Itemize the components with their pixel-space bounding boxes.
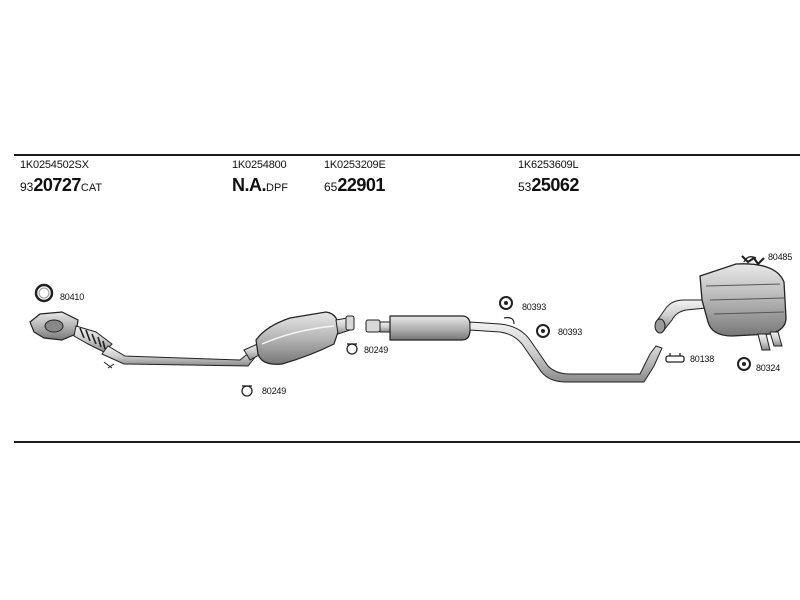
code-main: 25062 — [531, 175, 579, 195]
rear-hanger-icon — [737, 357, 751, 371]
clamp-icon — [346, 343, 358, 355]
oem-number: 1K0254502SX — [20, 159, 89, 171]
oem-number: 1K6253609L — [518, 159, 579, 171]
rear-silencer-drawing — [654, 256, 787, 351]
rear-clamp-icon — [665, 353, 685, 363]
particulate-filter-drawing — [243, 311, 355, 365]
rubber-hanger-icon — [499, 296, 513, 310]
hardware-label: 80393 — [558, 327, 583, 337]
part-code: 6522901 — [324, 176, 386, 195]
hardware-label: 80138 — [690, 354, 715, 364]
middle-silencer-drawing — [365, 315, 663, 383]
code-main: 20727 — [33, 175, 81, 195]
rubber-hanger-icon — [536, 324, 550, 338]
part-code: N.A.DPF — [232, 176, 288, 195]
hardware-label: 80249 — [262, 386, 287, 396]
part-code: 9320727CAT — [20, 176, 102, 195]
part-catalytic-converter: 1K0254502SX 9320727CAT — [20, 160, 102, 195]
part-rear-silencer: 1K6253609L 5325062 — [518, 160, 579, 195]
hardware-label: 80324 — [756, 363, 781, 373]
clamp-icon — [241, 385, 253, 397]
code-main: 22901 — [337, 175, 385, 195]
code-suffix: CAT — [80, 182, 103, 194]
hardware-label: 80410 — [60, 292, 85, 302]
part-middle-silencer: 1K0253209E 6522901 — [324, 160, 386, 195]
code-prefix: 93 — [20, 180, 34, 194]
rear-bracket-icon — [741, 255, 765, 266]
top-divider — [14, 154, 800, 156]
bottom-divider — [14, 441, 800, 443]
code-prefix: 53 — [518, 180, 532, 194]
hardware-label: 80485 — [768, 252, 793, 262]
code-prefix: 65 — [324, 180, 338, 194]
part-particulate-filter: 1K0254800 N.A.DPF — [232, 160, 288, 195]
hardware-label: 80249 — [364, 345, 389, 355]
code-main: N.A. — [232, 175, 267, 195]
code-suffix: DPF — [266, 182, 288, 194]
catalytic-converter-drawing — [29, 311, 257, 369]
gasket-ring-icon — [34, 283, 54, 303]
part-code: 5325062 — [518, 176, 579, 195]
oem-number: 1K0254800 — [232, 159, 287, 171]
oem-number: 1K0253209E — [324, 159, 386, 171]
hardware-label: 80393 — [522, 302, 547, 312]
